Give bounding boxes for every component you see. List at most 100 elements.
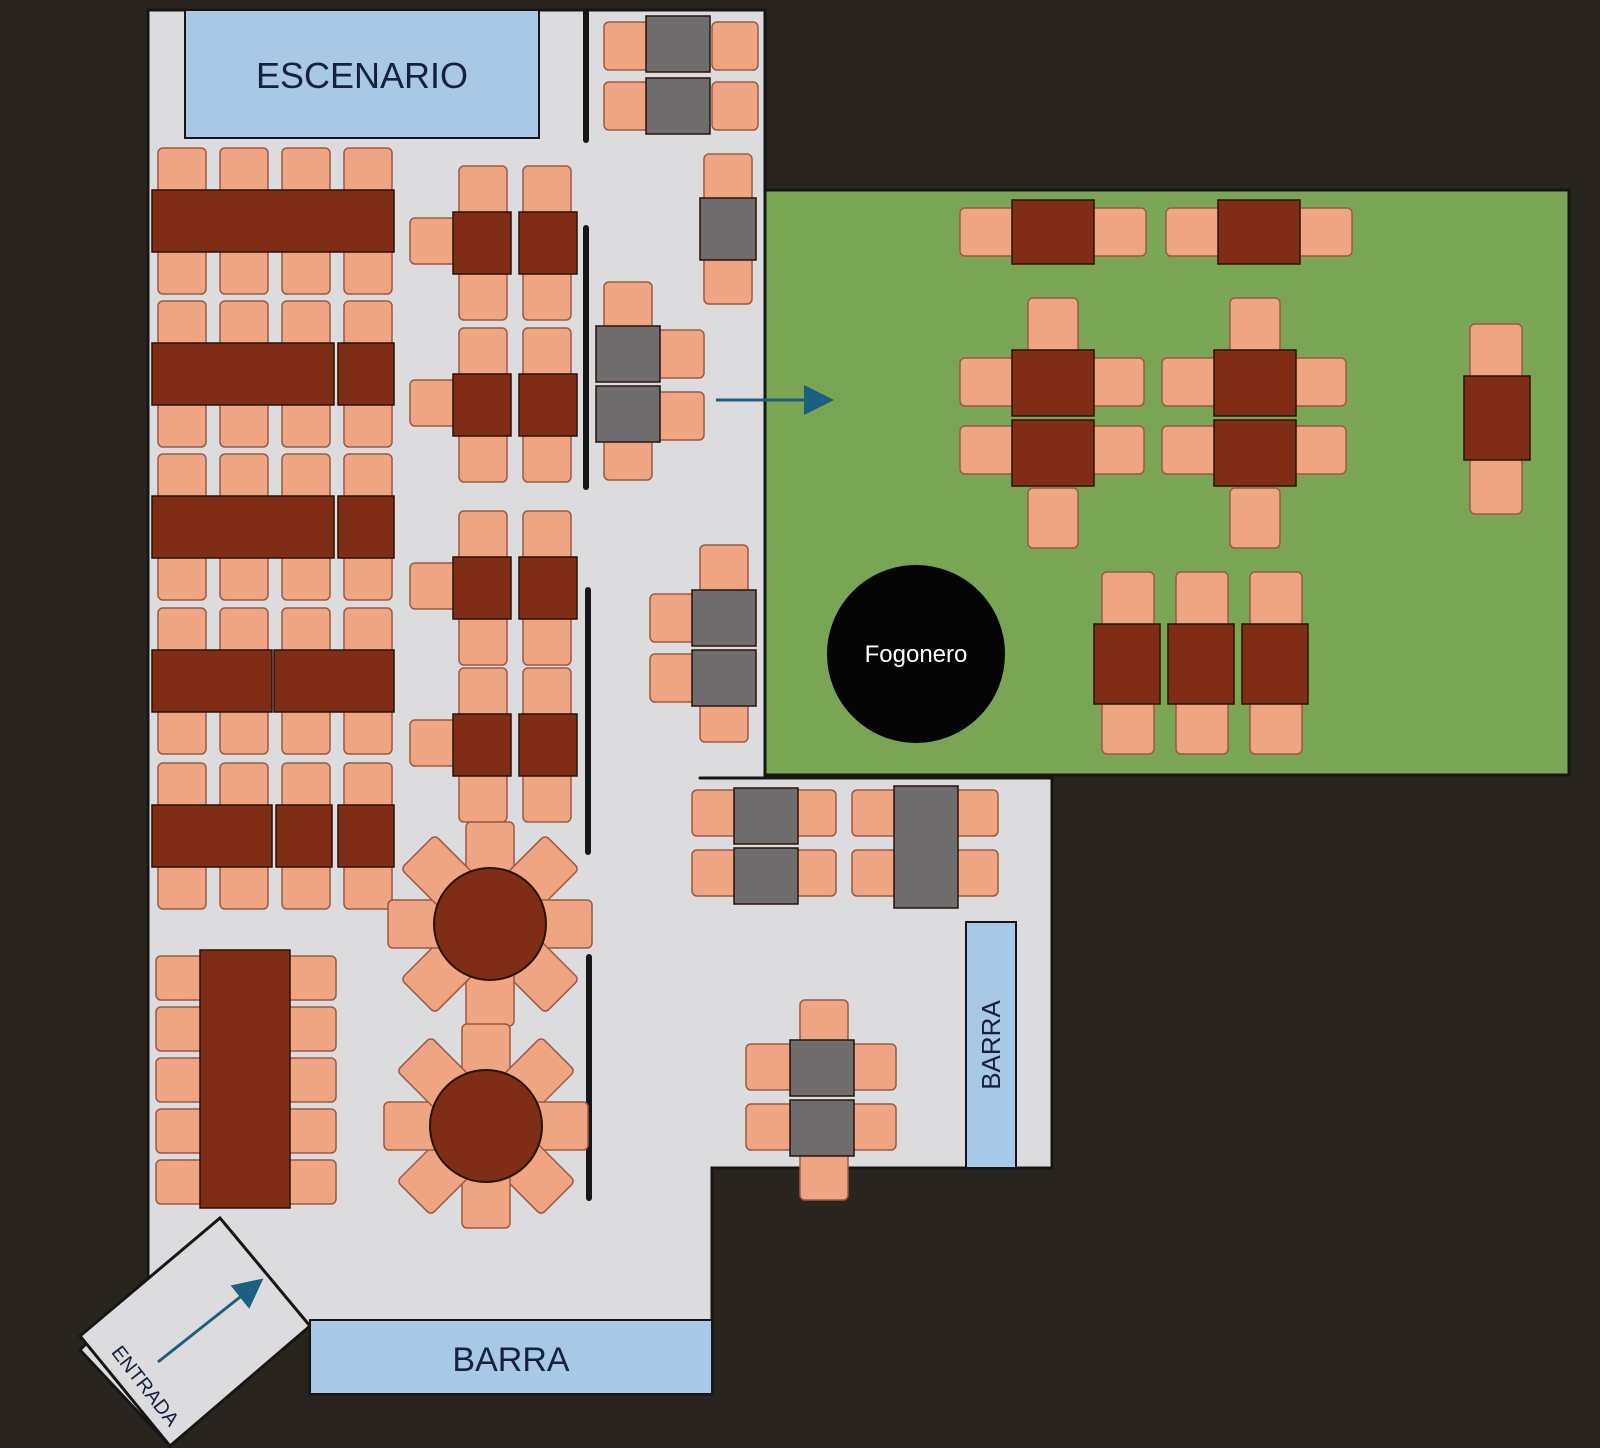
chair [745,1043,795,1091]
chair [959,357,1021,407]
table [1167,623,1235,705]
table-grey [893,785,959,909]
table [518,713,578,777]
chair [522,769,572,823]
chair [1175,571,1229,631]
chair [1101,571,1155,631]
chair [1161,425,1223,475]
chair [458,769,508,823]
chair [711,81,759,131]
table-grey [595,385,661,443]
furniture-layer [151,15,1531,1229]
chair [649,593,699,643]
bar-side [965,921,1017,1169]
chair [603,81,651,131]
table [337,495,395,559]
table [1463,375,1531,461]
chair [283,1108,337,1154]
table [452,556,512,620]
chair [458,612,508,666]
chair [603,21,651,71]
table-grey [645,77,711,135]
chair [699,544,749,598]
chair [283,955,337,1001]
bar-side-label: BARRA [976,1000,1006,1090]
table [275,804,333,868]
table [452,211,512,275]
chair [653,329,705,379]
chair [522,612,572,666]
table [1241,623,1309,705]
table-grey [699,197,757,261]
chair [283,1057,337,1103]
round-table [433,867,547,981]
chair [691,789,741,837]
chair [1027,487,1079,549]
chair [1161,357,1223,407]
table [199,949,291,1209]
table [518,556,578,620]
chair [522,267,572,321]
stage-label: ESCENARIO [256,55,468,96]
chair [458,667,508,721]
bar-bottom [309,1319,713,1395]
table [518,211,578,275]
table [1011,199,1095,265]
table [273,649,395,713]
table-grey [733,787,799,845]
bar-bottom-label: BARRA [452,1341,569,1379]
chair [458,327,508,381]
chair [283,1159,337,1205]
chair [745,1103,795,1151]
chair [851,789,901,837]
chair [522,165,572,219]
chair [711,21,759,71]
chair [458,267,508,321]
table [151,804,273,868]
chair [522,429,572,483]
table [1213,419,1297,487]
chair [1469,323,1523,381]
table [452,373,512,437]
fire-pit [827,565,1005,743]
chair [458,429,508,483]
table [1011,349,1095,417]
partition-walls [583,9,767,1201]
chair [1229,297,1281,359]
chair [458,165,508,219]
table [518,373,578,437]
table [337,804,395,868]
table-grey [691,649,757,707]
chair [458,510,508,564]
table-grey [789,1039,855,1097]
round-table [429,1069,543,1183]
table-grey [691,589,757,647]
fire-pit-label: Fogonero [865,641,968,668]
entrance-direction-arrow [157,1278,264,1364]
table-grey [595,325,661,383]
chair [1027,297,1079,359]
table [151,342,335,406]
table [1217,199,1301,265]
table [151,189,395,253]
chair [653,391,705,441]
stage [184,9,540,139]
chair [1469,457,1523,515]
table [151,495,335,559]
chair [522,510,572,564]
chair [847,1043,897,1091]
chair [649,653,699,703]
table [1213,349,1297,417]
chair [283,1006,337,1052]
table [1093,623,1161,705]
chair [691,849,741,897]
chair [1249,571,1303,631]
table-grey [789,1099,855,1157]
chair [522,327,572,381]
table-grey [645,15,711,73]
table [151,649,273,713]
chair [851,849,901,897]
chair [847,1103,897,1151]
table [337,342,395,406]
